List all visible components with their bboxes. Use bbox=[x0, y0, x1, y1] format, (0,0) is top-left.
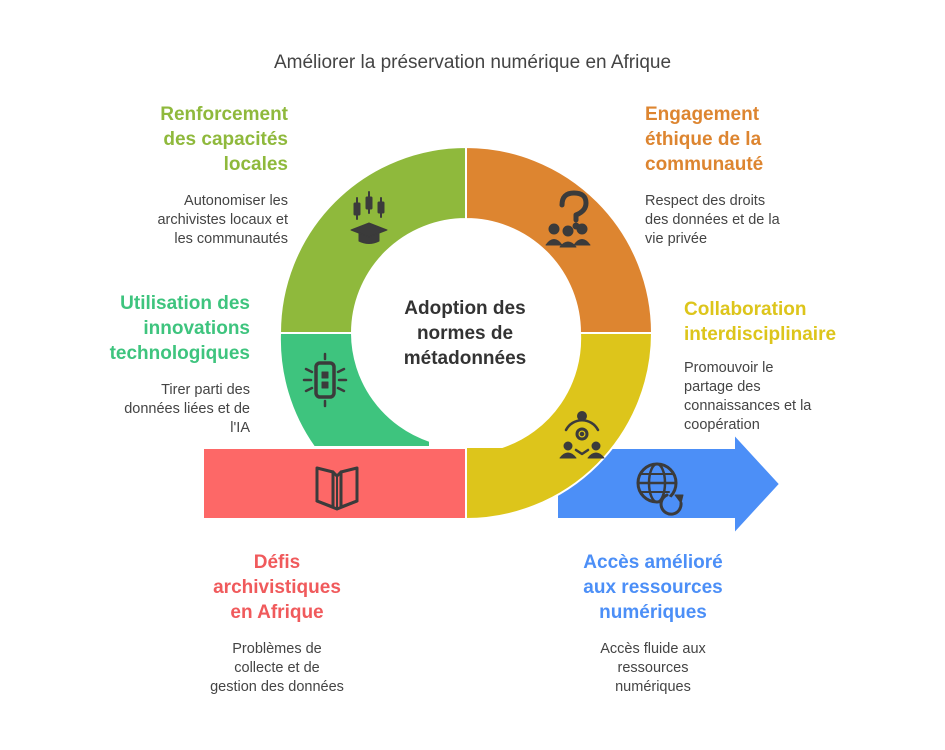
defis-title: Défis archivistiques en Afrique bbox=[167, 550, 387, 625]
acces-desc-line: Accès fluide aux bbox=[600, 641, 706, 657]
acces-title: Accès amélioré aux ressources numériques bbox=[543, 550, 763, 625]
collaboration-desc-line: connaissances et la bbox=[684, 398, 812, 414]
defis-title-line: archivistiques bbox=[213, 577, 341, 598]
open-book-icon bbox=[315, 466, 359, 511]
collaboration-desc: Promouvoir le partage des connaissances … bbox=[684, 359, 904, 435]
collaboration-desc-line: coopération bbox=[684, 417, 760, 433]
innovations-title-line: innovations bbox=[143, 318, 250, 339]
people-question-icon bbox=[545, 190, 591, 248]
ethique-desc: Respect des droits des données et de la … bbox=[645, 192, 885, 249]
graduation-cap-chess-icon bbox=[350, 191, 388, 244]
defis-desc: Problèmes de collecte et de gestion des … bbox=[167, 640, 387, 697]
acces-desc: Accès fluide aux ressources numériques bbox=[543, 640, 763, 697]
defis-title-line: Défis bbox=[253, 552, 301, 573]
innovations-title-line: Utilisation des bbox=[120, 293, 250, 314]
diagram-title: Améliorer la préservation numérique en A… bbox=[273, 52, 672, 73]
acces-title-line: Accès amélioré bbox=[583, 552, 723, 573]
collaboration-title: Collaboration interdisciplinaire bbox=[684, 297, 904, 347]
center-label-line: Adoption des bbox=[404, 298, 526, 319]
defis-desc-line: collecte et de bbox=[234, 660, 320, 676]
segment-ethique bbox=[465, 145, 654, 334]
ethique-desc-line: Respect des droits bbox=[645, 193, 766, 209]
ethique-desc-line: des données et de la bbox=[645, 212, 780, 228]
innovations-desc: Tirer parti des données liées et de l'IA bbox=[40, 381, 250, 438]
capacites-desc: Autonomiser les archivistes locaux et le… bbox=[60, 192, 288, 249]
segment-innovations bbox=[278, 332, 431, 448]
innovations-desc-line: données liées et de bbox=[124, 401, 250, 417]
innovations-desc-line: l'IA bbox=[230, 420, 250, 436]
acces-desc-line: ressources bbox=[617, 660, 689, 676]
acces-title-line: numériques bbox=[599, 602, 707, 623]
capacites-title-line: des capacités bbox=[163, 129, 288, 150]
segment-collaboration-front bbox=[465, 332, 654, 521]
ethique-title-line: Engagement bbox=[645, 104, 760, 125]
defis-desc-line: Problèmes de bbox=[232, 641, 322, 657]
collaboration-title-line: Collaboration bbox=[684, 299, 807, 320]
ethique-title-line: communauté bbox=[645, 154, 764, 175]
capacites-title-line: Renforcement bbox=[160, 104, 288, 125]
capacites-desc-line: Autonomiser les bbox=[184, 193, 288, 209]
capacites-desc-line: les communautés bbox=[174, 231, 288, 247]
innovations-desc-line: Tirer parti des bbox=[161, 382, 250, 398]
ethique-title: Engagement éthique de la communauté bbox=[645, 102, 885, 177]
globe-refresh-icon bbox=[636, 462, 684, 516]
innovations-title-line: technologiques bbox=[109, 343, 250, 364]
ethique-title-line: éthique de la bbox=[645, 129, 762, 150]
collaboration-desc-line: Promouvoir le bbox=[684, 360, 774, 376]
capacites-title-line: locales bbox=[223, 154, 288, 175]
center-label-line: normes de bbox=[416, 323, 514, 344]
defis-title-line: en Afrique bbox=[230, 602, 324, 623]
collaboration-title-line: interdisciplinaire bbox=[684, 324, 837, 345]
chip-icon bbox=[302, 352, 348, 408]
acces-desc-line: numériques bbox=[615, 679, 691, 695]
center-label: Adoption des normes de métadonnées bbox=[385, 296, 545, 371]
center-label-line: métadonnées bbox=[403, 348, 527, 369]
ethique-desc-line: vie privée bbox=[645, 231, 708, 247]
team-gear-icon bbox=[559, 411, 605, 459]
collaboration-desc-line: partage des bbox=[684, 379, 761, 395]
capacites-title: Renforcement des capacités locales bbox=[60, 102, 288, 177]
acces-title-line: aux ressources bbox=[583, 577, 723, 598]
capacites-desc-line: archivistes locaux et bbox=[157, 212, 288, 228]
innovations-title: Utilisation des innovations technologiqu… bbox=[40, 291, 250, 366]
defis-desc-line: gestion des données bbox=[210, 679, 344, 695]
